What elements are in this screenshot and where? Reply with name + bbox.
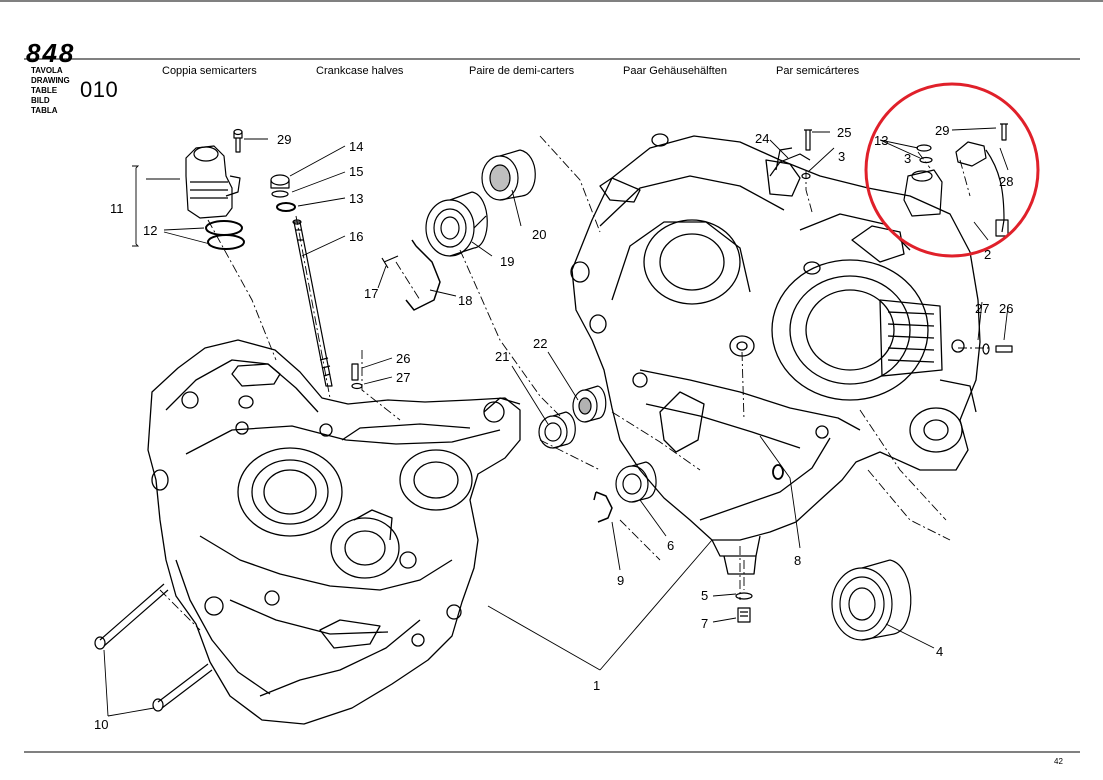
highlight-circle [864, 82, 1040, 258]
loose-parts [94, 123, 1013, 712]
title-french: Paire de demi-carters [469, 65, 575, 77]
label-table: TABLE [31, 86, 58, 95]
sensor-assembly-part [903, 123, 1009, 237]
callout-label: 14 [349, 139, 363, 154]
callout-label: 10 [94, 717, 108, 732]
callout-label: 29 [277, 132, 291, 147]
bolt-part [152, 663, 213, 712]
callout-label: 3 [904, 151, 911, 166]
callout-label: 27 [396, 370, 410, 385]
drain-plug-part [737, 607, 751, 623]
callout-label: 13 [874, 133, 888, 148]
callout-label: 22 [533, 336, 547, 351]
callout-label: 19 [500, 254, 514, 269]
callout-label: 8 [794, 553, 801, 568]
callout-label: 29 [935, 123, 949, 138]
callout-label: 7 [701, 616, 708, 631]
title-english: Crankcase halves [316, 65, 404, 77]
callout-label: 25 [837, 125, 851, 140]
callout-label: 13 [349, 191, 363, 206]
cap-nut-part [270, 174, 296, 212]
o-ring-part [207, 234, 245, 250]
label-drawing: DRAWING [31, 76, 70, 85]
assembly-centerlines [159, 135, 990, 631]
circlip-part [405, 239, 441, 311]
callout-label: 16 [349, 229, 363, 244]
oil-seal-part [572, 385, 607, 423]
small-screw-part [381, 255, 399, 269]
callout-label: 17 [364, 286, 378, 301]
washer-part [982, 343, 990, 355]
screw-part [804, 129, 812, 151]
callout-label: 6 [667, 538, 674, 553]
washer-part [735, 592, 753, 600]
table-number: 010 [80, 77, 119, 102]
callout-numbers: 29 14 15 13 16 11 12 19 20 17 18 26 27 2… [94, 123, 1013, 732]
callout-label: 24 [755, 131, 769, 146]
washer-part [351, 382, 363, 390]
bolt-part [94, 583, 169, 650]
callout-label: 4 [936, 644, 943, 659]
callout-label: 27 [975, 301, 989, 316]
label-bild: BILD [31, 96, 50, 105]
page-number: 42 [1054, 757, 1063, 766]
circlip-part [593, 491, 613, 523]
callout-label: 11 [110, 201, 124, 216]
right-crankcase-half [570, 133, 981, 575]
callout-label: 12 [143, 223, 157, 238]
o-ring-part [772, 464, 784, 480]
label-tabla: TABLA [31, 106, 58, 115]
bearing-part [425, 191, 488, 257]
callout-label: 3 [838, 149, 845, 164]
title-german: Paar Gehäusehälften [623, 65, 727, 77]
breather-fitting-part [185, 145, 241, 219]
callout-leaders [103, 127, 1009, 717]
dowel-part [351, 363, 359, 381]
callout-label: 2 [984, 247, 991, 262]
callout-label: 26 [999, 301, 1013, 316]
callout-label: 21 [495, 349, 509, 364]
title-italian: Coppia semicarters [162, 65, 257, 77]
left-crankcase-half [147, 339, 521, 725]
bearing-part [538, 411, 576, 449]
callout-label: 26 [396, 351, 410, 366]
o-ring-part [205, 220, 243, 236]
callout-label: 28 [999, 174, 1013, 189]
callout-label: 20 [532, 227, 546, 242]
dowel-part [995, 345, 1013, 353]
screw-part [233, 128, 243, 153]
main-bearing-part [831, 559, 912, 641]
callout-label: 15 [349, 164, 363, 179]
callout-label: 5 [701, 588, 708, 603]
callout-label: 1 [593, 678, 600, 693]
callout-label: 18 [458, 293, 472, 308]
oil-seal-part [481, 149, 536, 201]
drawing-label-list: TAVOLA DRAWING TABLE BILD TABLA [31, 66, 70, 116]
label-tavola: TAVOLA [31, 66, 63, 75]
model-logo: 848 [26, 38, 76, 68]
title-spanish: Par semicárteres [776, 65, 860, 77]
callout-label: 9 [617, 573, 624, 588]
